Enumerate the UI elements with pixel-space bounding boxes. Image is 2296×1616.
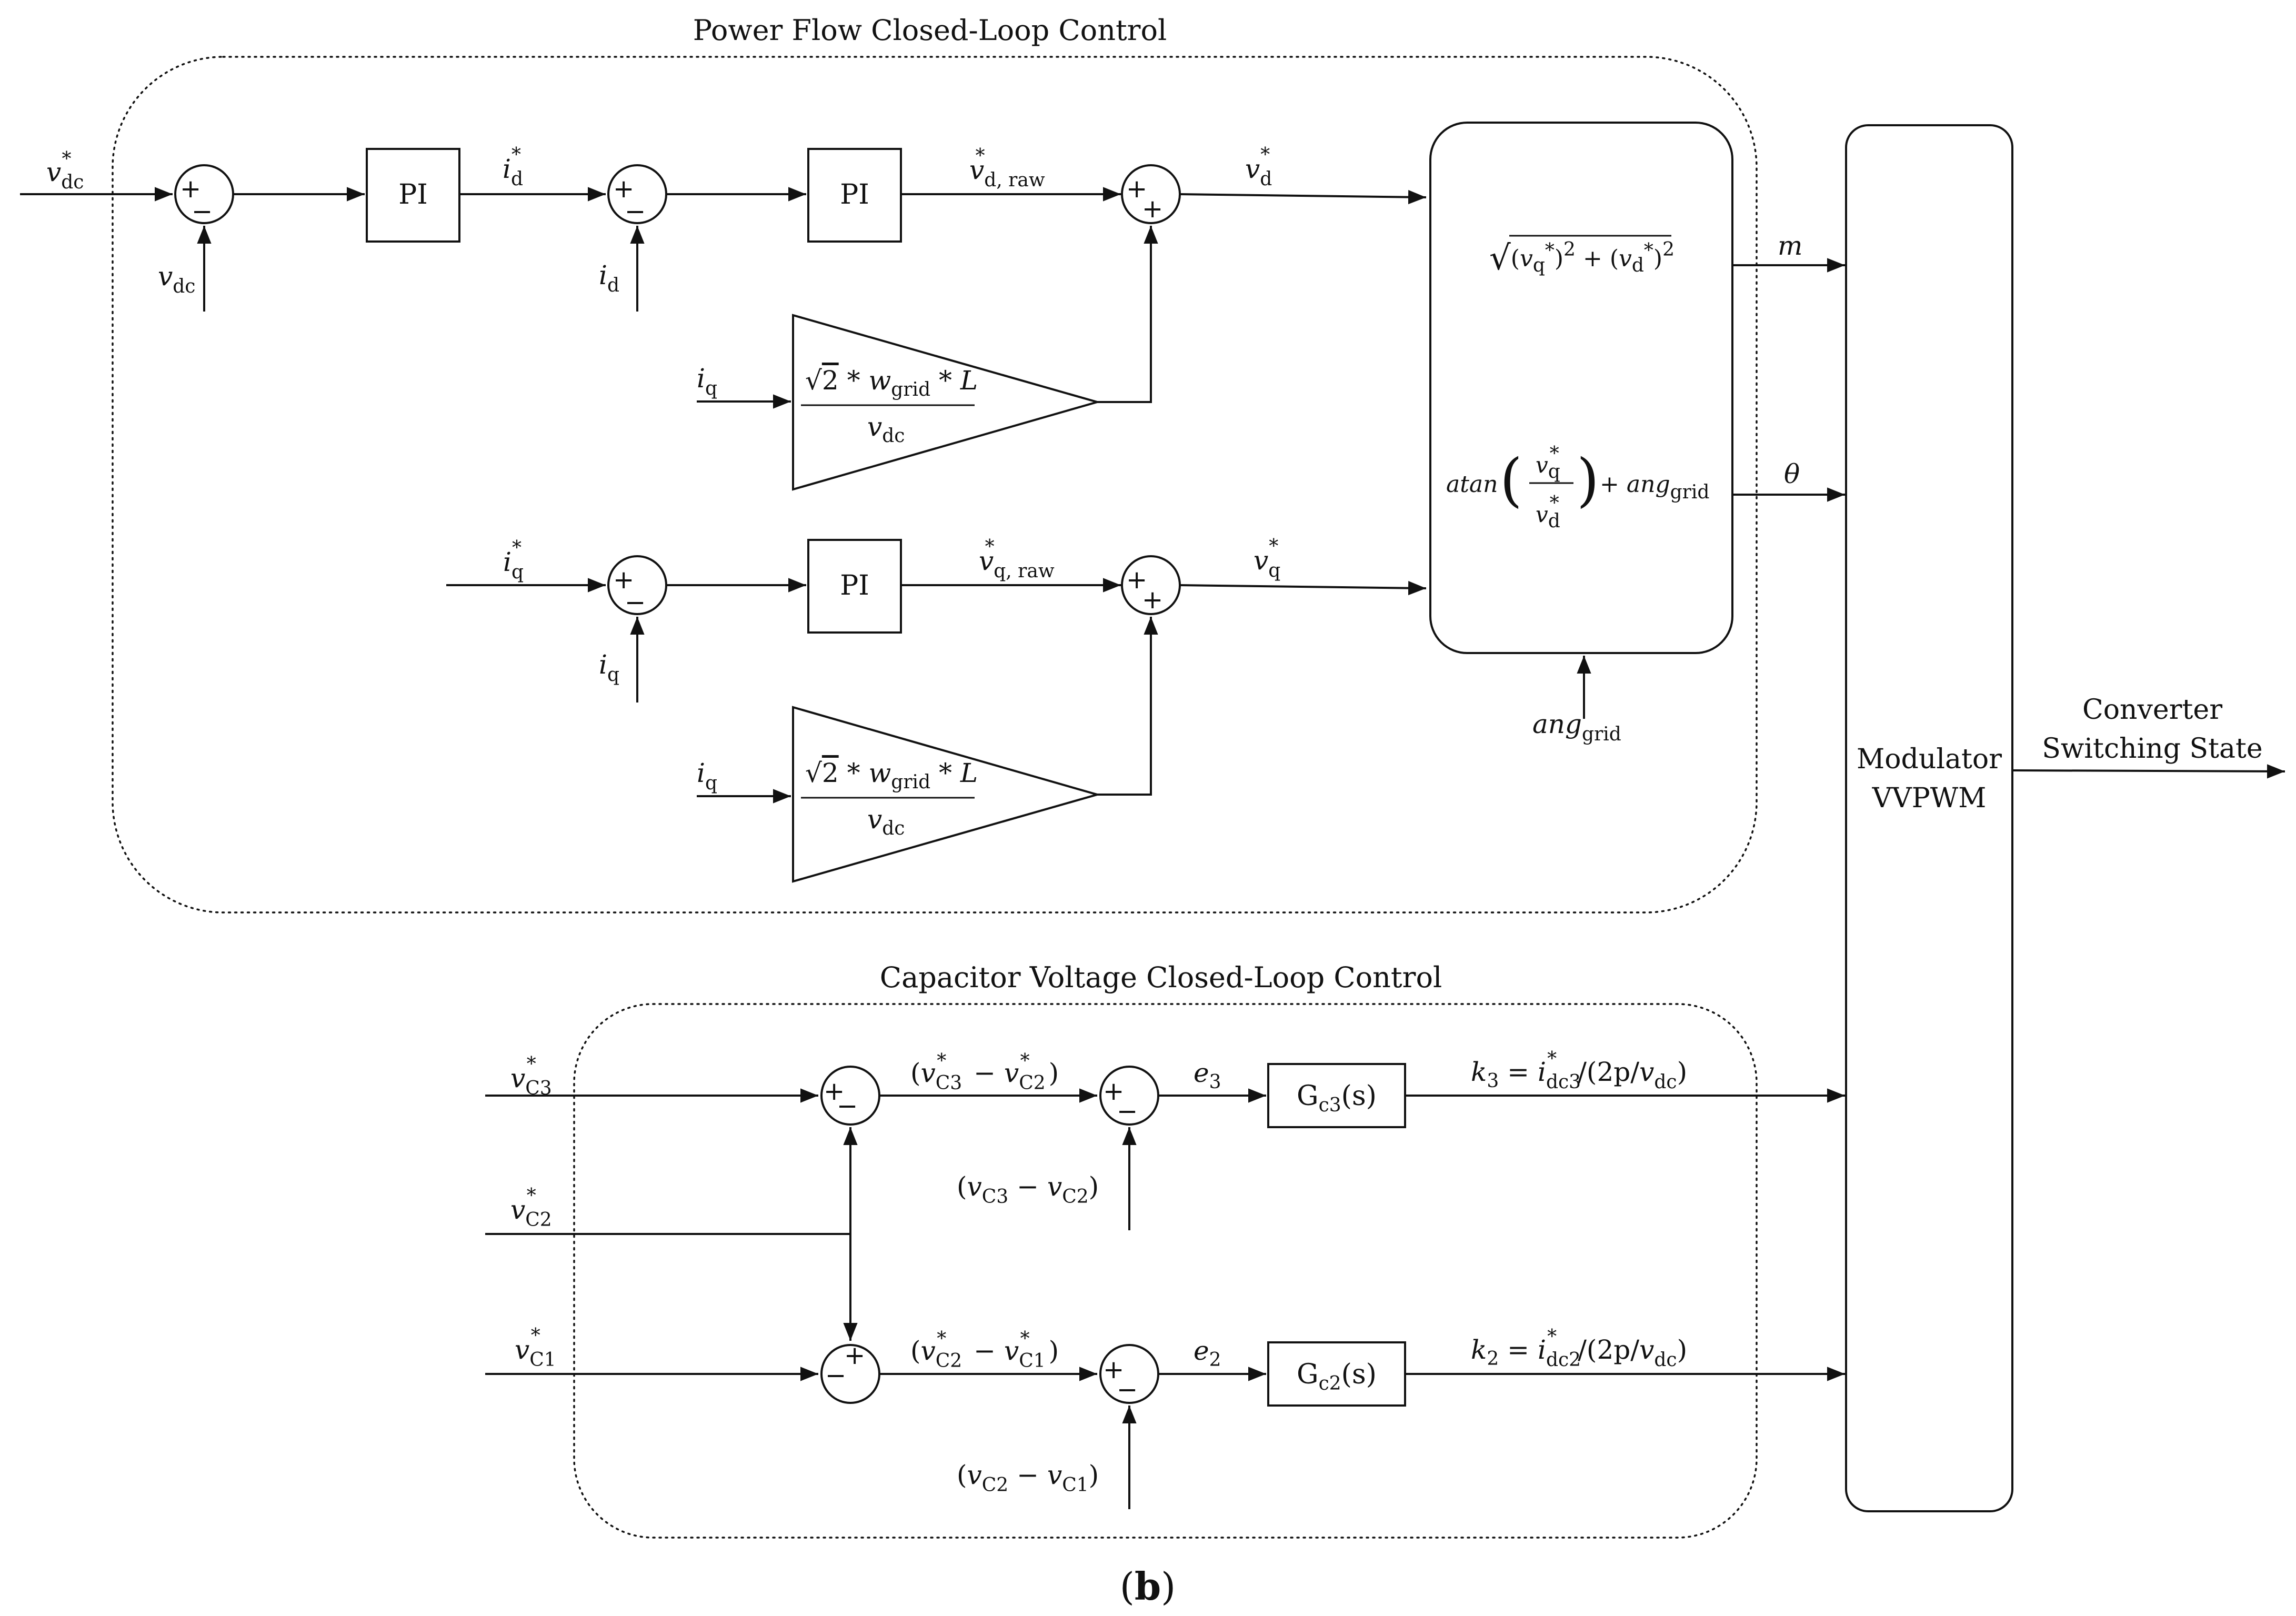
summer-plus-sign: + [180,174,201,204]
meas-diff-c3-label: (vC3 − vC2) [957,1171,1099,1208]
vdc-feedback-label: vdc [158,261,195,297]
angle-numerator: vq* [1536,443,1560,483]
summer-minus-sign: − [1117,1375,1138,1404]
vd-ref-label: vd* [1245,144,1272,190]
summer-plus-sign: + [613,565,634,595]
summer-plus-sign: + [1103,1077,1124,1106]
summer-plus-sign: + [1126,565,1147,595]
vq-ref-label: vq* [1254,536,1280,581]
gain-block-q-numerator: √2 * wgrid * L [805,758,978,793]
angle-grid-term: + anggrid [1600,471,1709,503]
angle-denominator: vd* [1536,493,1560,532]
angle-open-paren: ( [1500,446,1522,514]
angle-close-paren: ) [1577,446,1599,514]
modulator-label-line1: Modulator [1857,744,2002,775]
pi-block-vdc-label: PI [398,179,428,210]
e2-label: e2 [1194,1336,1221,1371]
summer-plus-sign: + [1142,194,1163,224]
gc2-block [1267,1341,1406,1407]
modulator-label-line2: VVPWM [1872,782,1987,814]
gain-d-to-summer-wire [1097,226,1158,403]
summer-minus-sign: − [625,588,646,617]
vc2-ref-label: vC2* [510,1185,552,1231]
gain-block-d-denominator: vdc [867,411,905,447]
magnitude-expression: √(vq*)2 + (vd*)2 [1489,239,1675,278]
pi-block-q-label: PI [840,570,869,601]
modulator-block [1845,124,2013,1512]
power-flow-group-frame [112,56,1758,914]
m-output-label: m [1778,230,1802,261]
summer-plus-sign: + [1126,174,1147,204]
gc2-block-label: Gc2(s) [1297,1359,1377,1394]
gain-block-q-denominator: vdc [867,804,905,839]
figure-caption: (b) [1120,1564,1176,1609]
angle-atan-label: atan [1446,471,1498,498]
gain-block-q [792,706,1101,883]
vd-ref-wire [1179,189,1427,205]
e3-label: e3 [1194,1058,1221,1093]
vd-raw-label: vd, raw* [969,145,1045,191]
gc3-block-label: Gc3(s) [1297,1080,1377,1116]
power-flow-group-title: Power Flow Closed-Loop Control [693,14,1167,47]
summer-plus-sign: + [1103,1355,1124,1384]
k3-label: k3 = idc3*/(2p/vdc) [1471,1048,1687,1093]
summer-minus-sign: − [192,197,213,226]
summer-plus-sign: + [824,1077,845,1106]
id-ref-label: id* [503,144,523,190]
vq-ref-wire [1179,580,1427,596]
vc1-ref-label: vC1* [515,1325,556,1371]
iq-to-gain-d-label: iq [697,363,717,399]
vdc-ref-label: vdc* [46,148,84,193]
gain-q-to-summer-wire [1097,617,1158,796]
switching-state-label-line1: Converter [2082,694,2222,726]
capacitor-group-title: Capacitor Voltage Closed-Loop Control [880,961,1442,994]
gain-block-d [792,314,1101,491]
switching-state-output-wire [2012,764,2285,779]
id-feedback-label: id [599,260,619,296]
pi-block-d-label: PI [840,179,869,210]
summer-minus-sign: − [837,1091,858,1121]
pi-block-d [807,148,902,243]
gain-block-d-numerator: √2 * wgrid * L [805,365,978,400]
summer-minus-sign: − [825,1361,846,1390]
summer-plus-sign: + [844,1341,865,1370]
summer-minus-sign: − [625,197,646,226]
vq-raw-label: vq, raw* [979,536,1055,582]
iq-ref-label: iq* [503,537,524,583]
summer-minus-sign: − [1117,1097,1138,1126]
switching-state-label-line2: Switching State [2042,733,2262,765]
gc3-block [1267,1063,1406,1128]
iq-feedback-label: iq [599,649,619,686]
theta-output-label: θ [1784,459,1800,489]
iq-to-gain-q-label: iq [697,758,717,794]
capacitor-group-frame [573,1003,1758,1539]
k2-label: k2 = idc2*/(2p/vdc) [1471,1326,1687,1371]
anggrid-input-label: anggrid [1532,709,1621,745]
ref-diff-c3-label: (vC3* − vC2*) [910,1050,1059,1094]
summer-plus-sign: + [613,174,634,204]
meas-diff-c2-label: (vC2 − vC1) [957,1460,1099,1496]
summer-plus-sign: + [1142,585,1163,615]
pi-block-q [807,539,902,634]
vc3-ref-label: vC3* [510,1053,552,1099]
ref-diff-c2-label: (vC2* − vC1*) [910,1328,1059,1372]
polar-calculation-block [1429,122,1733,654]
